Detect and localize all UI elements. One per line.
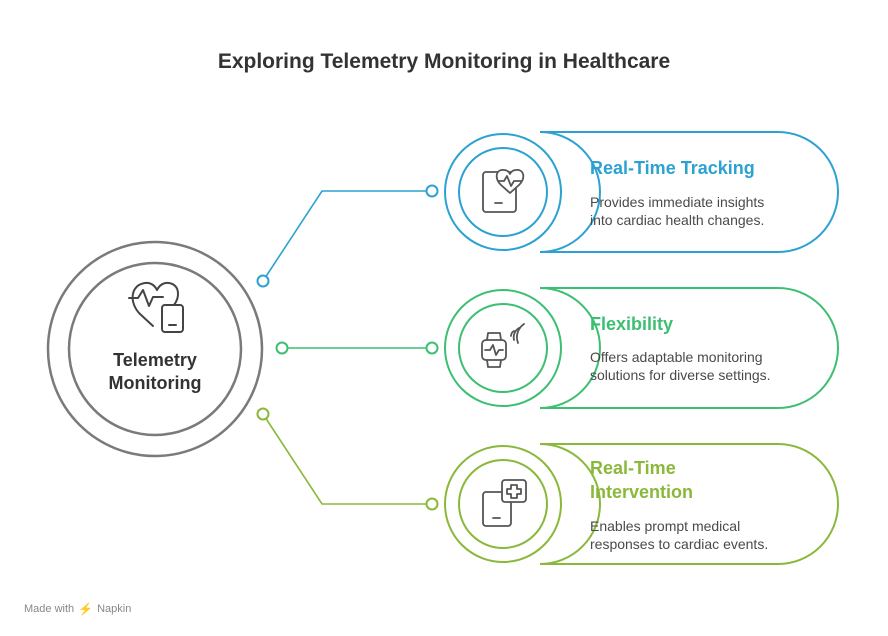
connector-tracking (256, 184, 439, 288)
flexibility-title: Flexibility (590, 314, 674, 334)
center-inner-ring (67, 261, 243, 437)
intervention-title: Real-Time Intervention (590, 456, 693, 504)
card-intervention (444, 443, 839, 565)
card-tracking (444, 131, 839, 253)
napkin-logo-icon: ⚡ (78, 602, 94, 616)
tracking-desc-line2: into cardiac health changes. (590, 212, 765, 228)
tracking-title: Real-Time Tracking (590, 158, 755, 178)
intervention-description: Enables prompt medical responses to card… (590, 517, 768, 553)
connector-intervention (256, 407, 439, 511)
center-hub (46, 240, 264, 458)
tracking-desc-line1: Provides immediate insights (590, 194, 765, 210)
center-label-line2: Monitoring (108, 373, 202, 393)
intervention-title-line1: Real-Time (590, 458, 676, 478)
smartwatch-signal-icon (481, 323, 525, 368)
card-flexibility (444, 287, 839, 409)
heart-tablet-icon (128, 281, 184, 333)
tablet-heart-icon (482, 169, 525, 213)
center-label-line1: Telemetry (113, 350, 197, 370)
page-title: Exploring Telemetry Monitoring in Health… (217, 50, 671, 73)
connector-dot (425, 497, 439, 511)
connector-dot (256, 407, 270, 421)
intervention-desc-line2: responses to cardiac events. (590, 536, 769, 552)
connector-dot (256, 274, 270, 288)
flexibility-description: Offers adaptable monitoring solutions fo… (590, 348, 771, 384)
connector-flexibility (275, 341, 439, 355)
center-label: Telemetry Monitoring (85, 349, 225, 395)
footer-brand: Napkin (97, 603, 132, 615)
footer-attribution[interactable]: Made with ⚡ Napkin (24, 602, 131, 616)
flexibility-desc-line1: Offers adaptable monitoring (590, 349, 763, 365)
connector-dot (425, 341, 439, 355)
footer-made-with: Made with (24, 603, 75, 615)
tracking-description: Provides immediate insights into cardiac… (590, 193, 764, 229)
connector-dot (425, 184, 439, 198)
intervention-title-line2: Intervention (590, 482, 694, 502)
tablet-medical-cross-icon (482, 479, 527, 527)
intervention-desc-line1: Enables prompt medical (590, 518, 741, 534)
connector-dot (275, 341, 289, 355)
flexibility-desc-line2: solutions for diverse settings. (590, 367, 771, 383)
